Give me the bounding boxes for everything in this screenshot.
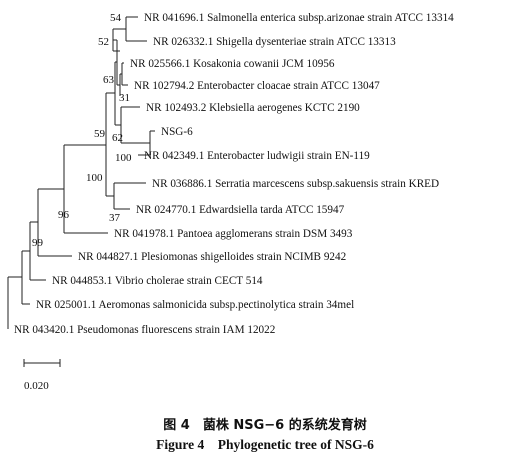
taxon-label-plesiomonas: NR 044827.1 Plesiomonas shigelloides str…: [78, 251, 346, 263]
bootstrap-value-b100b: 100: [86, 172, 103, 184]
taxon-label-klebsiella: NR 102493.2 Klebsiella aerogenes KCTC 21…: [146, 102, 360, 114]
caption-chinese: 图 4 菌株 NSG−6 的系统发育树: [163, 418, 367, 433]
bootstrap-value-b62: 62: [112, 132, 123, 144]
taxon-label-enterobacter-cloacae: NR 102794.2 Enterobacter cloacae strain …: [134, 80, 380, 92]
taxon-label-pantoea: NR 041978.1 Pantoea agglomerans strain D…: [114, 228, 353, 240]
bootstrap-value-b52: 52: [98, 36, 109, 48]
bootstrap-value-b99: 99: [32, 237, 44, 249]
taxon-label-nsg6: NSG-6: [161, 126, 193, 138]
scale-bar: 0.020: [23, 359, 61, 392]
taxon-label-enterobacter-ludwigii: NR 042349.1 Enterobacter ludwigii strain…: [144, 150, 370, 162]
bootstrap-value-b100a: 100: [115, 152, 132, 164]
tree-branches: [7, 16, 155, 329]
bootstrap-value-b59: 59: [94, 128, 106, 140]
bootstrap-value-b54: 54: [110, 12, 122, 24]
bootstrap-value-b37: 37: [109, 212, 121, 224]
bootstrap-value-b31: 31: [119, 92, 130, 104]
phylogenetic-tree: NR 041696.1 Salmonella enterica subsp.ar…: [7, 12, 454, 392]
taxon-label-kosakonia: NR 025566.1 Kosakonia cowanii JCM 10956: [130, 58, 335, 70]
taxon-label-vibrio: NR 044853.1 Vibrio cholerae strain CECT …: [52, 275, 263, 287]
taxon-label-aeromonas: NR 025001.1 Aeromonas salmonicida subsp.…: [36, 299, 354, 311]
scale-bar-label: 0.020: [24, 380, 49, 392]
taxon-labels: NR 041696.1 Salmonella enterica subsp.ar…: [14, 12, 454, 336]
taxon-label-shigella: NR 026332.1 Shigella dysenteriae strain …: [153, 36, 396, 48]
taxon-label-serratia: NR 036886.1 Serratia marcescens subsp.sa…: [152, 178, 439, 190]
bootstrap-value-b63: 63: [103, 74, 115, 86]
taxon-label-edwardsiella: NR 024770.1 Edwardsiella tarda ATCC 1594…: [136, 204, 345, 216]
figure-caption: 图 4 菌株 NSG−6 的系统发育树 Figure 4 Phylogeneti…: [0, 416, 530, 454]
bootstrap-value-b96: 96: [58, 209, 70, 221]
taxon-label-salmonella: NR 041696.1 Salmonella enterica subsp.ar…: [144, 12, 454, 24]
caption-english: Figure 4 Phylogenetic tree of NSG-6: [156, 437, 374, 452]
taxon-label-pseudomonas: NR 043420.1 Pseudomonas fluorescens stra…: [14, 324, 275, 336]
